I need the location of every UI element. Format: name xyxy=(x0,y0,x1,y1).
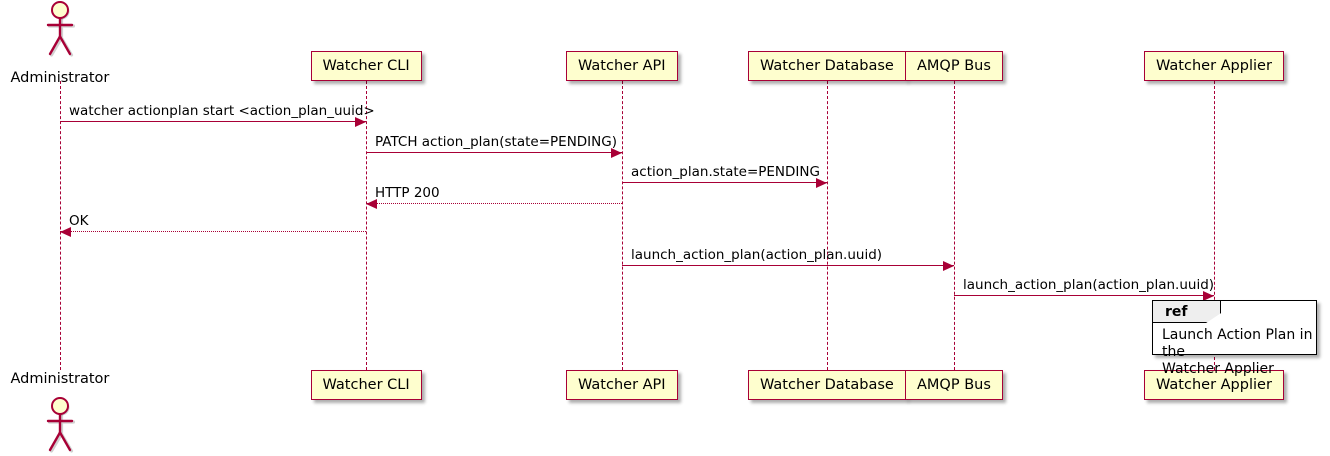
participant-box-amqp-bus-top[interactable]: AMQP Bus xyxy=(905,51,1003,81)
lifeline-amqp-bus xyxy=(954,81,955,370)
lifeline-watcher-applier xyxy=(1214,81,1215,370)
participant-label-administrator-bottom: Administrator xyxy=(10,371,110,387)
participant-label-administrator-top: Administrator xyxy=(10,70,110,86)
message-line-2 xyxy=(622,182,827,183)
message-arrowhead-5 xyxy=(943,260,954,271)
participant-box-watcher-api-top[interactable]: Watcher API xyxy=(566,51,678,81)
message-label-3: HTTP 200 xyxy=(375,185,440,201)
participant-box-watcher-db-bottom[interactable]: Watcher Database xyxy=(748,370,906,400)
participant-box-watcher-cli-top[interactable]: Watcher CLI xyxy=(310,51,422,81)
message-label-4: OK xyxy=(69,213,89,229)
message-arrowhead-6 xyxy=(1203,290,1214,301)
ref-fragment-tab xyxy=(1153,301,1221,323)
participant-box-watcher-applier-bottom[interactable]: Watcher Applier xyxy=(1144,370,1284,400)
participant-box-watcher-cli-bottom[interactable]: Watcher CLI xyxy=(310,370,422,400)
message-line-4 xyxy=(60,231,366,232)
message-arrowhead-0 xyxy=(355,116,366,127)
message-line-5 xyxy=(622,265,954,266)
participant-box-watcher-db-top[interactable]: Watcher Database xyxy=(748,51,906,81)
participant-box-watcher-applier-top[interactable]: Watcher Applier xyxy=(1144,51,1284,81)
actor-administrator-top xyxy=(40,0,80,58)
message-line-1 xyxy=(366,152,622,153)
message-label-5: launch_action_plan(action_plan.uuid) xyxy=(631,247,883,263)
message-label-6: launch_action_plan(action_plan.uuid) xyxy=(963,277,1215,293)
message-label-0: watcher actionplan start <action_plan_uu… xyxy=(69,103,375,119)
message-line-0 xyxy=(60,121,366,122)
message-line-6 xyxy=(954,295,1214,296)
message-label-1: PATCH action_plan(state=PENDING) xyxy=(375,134,617,150)
lifeline-watcher-api xyxy=(622,81,623,370)
participant-box-amqp-bus-bottom[interactable]: AMQP Bus xyxy=(905,370,1003,400)
message-arrowhead-2 xyxy=(816,177,827,188)
message-arrowhead-3 xyxy=(366,198,377,209)
ref-fragment-tab-label: ref xyxy=(1165,304,1188,320)
message-label-2: action_plan.state=PENDING xyxy=(631,164,820,180)
participant-box-watcher-api-bottom[interactable]: Watcher API xyxy=(566,370,678,400)
lifeline-administrator xyxy=(60,81,61,370)
lifeline-watcher-cli xyxy=(366,81,367,370)
actor-administrator-bottom xyxy=(40,396,80,454)
lifeline-watcher-db xyxy=(827,81,828,370)
message-arrowhead-4 xyxy=(60,226,71,237)
message-arrowhead-1 xyxy=(611,147,622,158)
message-line-3 xyxy=(366,203,622,204)
ref-fragment-body: Launch Action Plan in the Watcher Applie… xyxy=(1162,327,1313,377)
